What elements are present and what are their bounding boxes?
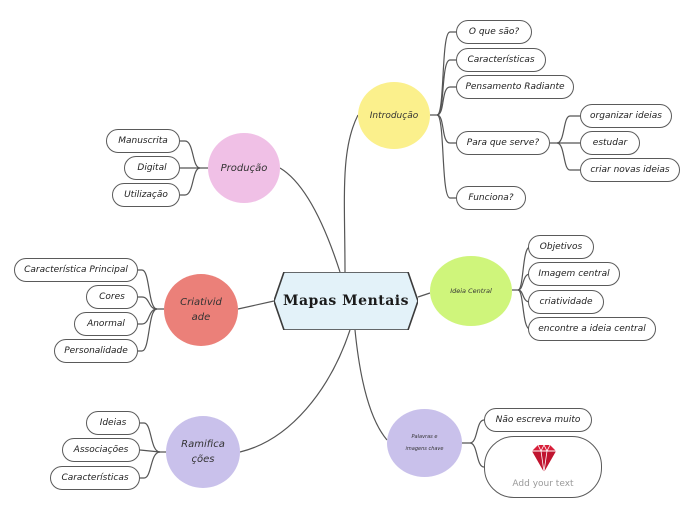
pal-item-nao-escreva-label: Não escreva muito bbox=[495, 415, 581, 425]
prod-item-utilizacao-label: Utilização bbox=[124, 190, 168, 200]
link-cri-caract bbox=[138, 269, 164, 310]
intro-item-pensamento-radiante[interactable]: Pensamento Radiante bbox=[456, 75, 574, 99]
add-text-caption[interactable]: Add your text bbox=[512, 479, 574, 489]
topic-palavras-label-1: Palavras e bbox=[411, 434, 438, 440]
intro-item-funciona-label: Funciona? bbox=[468, 193, 514, 203]
topic-criatividade[interactable]: Criativid ade bbox=[164, 274, 238, 346]
topic-producao[interactable]: Produção bbox=[208, 133, 280, 203]
prod-item-manuscrita-label: Manuscrita bbox=[118, 136, 168, 146]
link-center-criatividade bbox=[237, 300, 275, 310]
intro-item-para-que-serve[interactable]: Para que serve? bbox=[456, 131, 550, 155]
link-pal-img bbox=[469, 442, 485, 468]
ram-item-ideias[interactable]: Ideias bbox=[86, 411, 140, 435]
link-intro-pensamento bbox=[436, 86, 456, 116]
diamond-icon bbox=[526, 442, 562, 476]
intro-item-caracteristicas[interactable]: Características bbox=[456, 48, 546, 72]
prod-item-manuscrita[interactable]: Manuscrita bbox=[106, 129, 180, 153]
ic-item-imagem-label: Imagem central bbox=[538, 269, 610, 279]
ic-item-criatividade[interactable]: criatividade bbox=[528, 290, 604, 314]
intro-item-caracteristicas-label: Características bbox=[467, 55, 535, 65]
pal-item-nao-escreva[interactable]: Não escreva muito bbox=[484, 408, 592, 432]
topic-criatividade-label-2: ade bbox=[191, 312, 211, 323]
cri-item-personalidade-label: Personalidade bbox=[64, 346, 128, 356]
cri-item-cores[interactable]: Cores bbox=[86, 285, 138, 309]
topic-ideia-central-label: Ideia Central bbox=[450, 287, 492, 295]
link-center-ramificacoes bbox=[239, 329, 351, 453]
ram-item-caracteristicas[interactable]: Características bbox=[50, 466, 140, 490]
ic-item-objetivos-label: Objetivos bbox=[539, 242, 583, 252]
ic-item-encontre[interactable]: encontre a ideia central bbox=[528, 317, 656, 341]
para-item-criar-label: criar novas ideias bbox=[590, 165, 670, 175]
intro-item-o-que-sao[interactable]: O que são? bbox=[456, 20, 532, 44]
cri-item-anormal-label: Anormal bbox=[87, 319, 125, 329]
link-center-ideia bbox=[417, 292, 431, 298]
link-ram-ideias bbox=[140, 422, 166, 453]
cri-item-cores-label: Cores bbox=[99, 292, 125, 302]
para-item-estudar[interactable]: estudar bbox=[580, 131, 640, 155]
pal-item-image-card[interactable]: Add your text bbox=[484, 436, 602, 498]
topic-producao-label: Produção bbox=[220, 162, 268, 174]
ram-item-associacoes[interactable]: Associações bbox=[62, 438, 140, 462]
intro-item-para-label: Para que serve? bbox=[466, 138, 540, 148]
cri-item-anormal[interactable]: Anormal bbox=[74, 312, 138, 336]
ram-item-caracteristicas-label: Características bbox=[61, 473, 129, 483]
prod-item-utilizacao[interactable]: Utilização bbox=[112, 183, 180, 207]
topic-ramificacoes-label-2: ções bbox=[191, 454, 215, 465]
para-item-organizar[interactable]: organizar ideias bbox=[580, 104, 672, 128]
ic-item-objetivos[interactable]: Objetivos bbox=[528, 235, 594, 259]
topic-criatividade-label-1: Criativid bbox=[180, 297, 222, 308]
central-topic[interactable]: Mapas Mentais bbox=[274, 272, 418, 330]
link-pal-nao bbox=[462, 419, 485, 444]
link-center-producao bbox=[279, 167, 341, 273]
ram-item-associacoes-label: Associações bbox=[73, 445, 129, 455]
cri-item-caract-label: Característica Principal bbox=[24, 265, 128, 275]
para-item-estudar-label: estudar bbox=[592, 138, 628, 148]
link-prod-manuscrita bbox=[180, 140, 208, 169]
topic-palavras-imagens[interactable]: Palavras e imagens chave bbox=[387, 409, 462, 477]
cri-item-caracteristica-principal[interactable]: Característica Principal bbox=[14, 258, 138, 282]
link-center-palavras bbox=[354, 329, 388, 441]
link-intro-para bbox=[436, 114, 456, 144]
link-cri-cores bbox=[138, 296, 158, 310]
link-prod-utilizacao bbox=[180, 167, 201, 196]
ic-item-encontre-label: encontre a ideia central bbox=[538, 324, 646, 334]
central-topic-title: Mapas Mentais bbox=[282, 293, 409, 309]
link-ram-assoc bbox=[139, 449, 161, 453]
link-ram-caract bbox=[140, 451, 161, 479]
cri-item-personalidade[interactable]: Personalidade bbox=[54, 339, 138, 363]
link-intro-funciona bbox=[436, 114, 456, 199]
intro-item-o-que-sao-label: O que são? bbox=[468, 27, 520, 37]
topic-ideia-central[interactable]: Ideia Central bbox=[430, 256, 512, 326]
para-item-criar[interactable]: criar novas ideias bbox=[580, 158, 680, 182]
link-cri-personalidade bbox=[138, 308, 158, 352]
topic-ramificacoes-label-1: Ramifica bbox=[181, 439, 225, 450]
link-para-criar bbox=[556, 142, 580, 171]
prod-item-digital-label: Digital bbox=[137, 163, 167, 173]
prod-item-digital[interactable]: Digital bbox=[124, 156, 180, 180]
link-para-organizar bbox=[550, 115, 580, 144]
intro-item-funciona[interactable]: Funciona? bbox=[456, 186, 526, 210]
ram-item-ideias-label: Ideias bbox=[99, 418, 127, 428]
ic-item-criatividade-label: criatividade bbox=[539, 297, 593, 307]
topic-introducao-label: Introdução bbox=[369, 110, 419, 121]
topic-ramificacoes[interactable]: Ramifica ções bbox=[166, 416, 240, 488]
topic-palavras-label-2: imagens chave bbox=[405, 446, 444, 452]
intro-item-pensamento-label: Pensamento Radiante bbox=[465, 82, 565, 92]
central-hexagon-shape bbox=[274, 272, 418, 330]
topic-introducao[interactable]: Introdução bbox=[358, 82, 430, 149]
link-center-introducao bbox=[343, 114, 359, 273]
para-item-organizar-label: organizar ideias bbox=[590, 111, 662, 121]
ic-item-imagem-central[interactable]: Imagem central bbox=[528, 262, 620, 286]
